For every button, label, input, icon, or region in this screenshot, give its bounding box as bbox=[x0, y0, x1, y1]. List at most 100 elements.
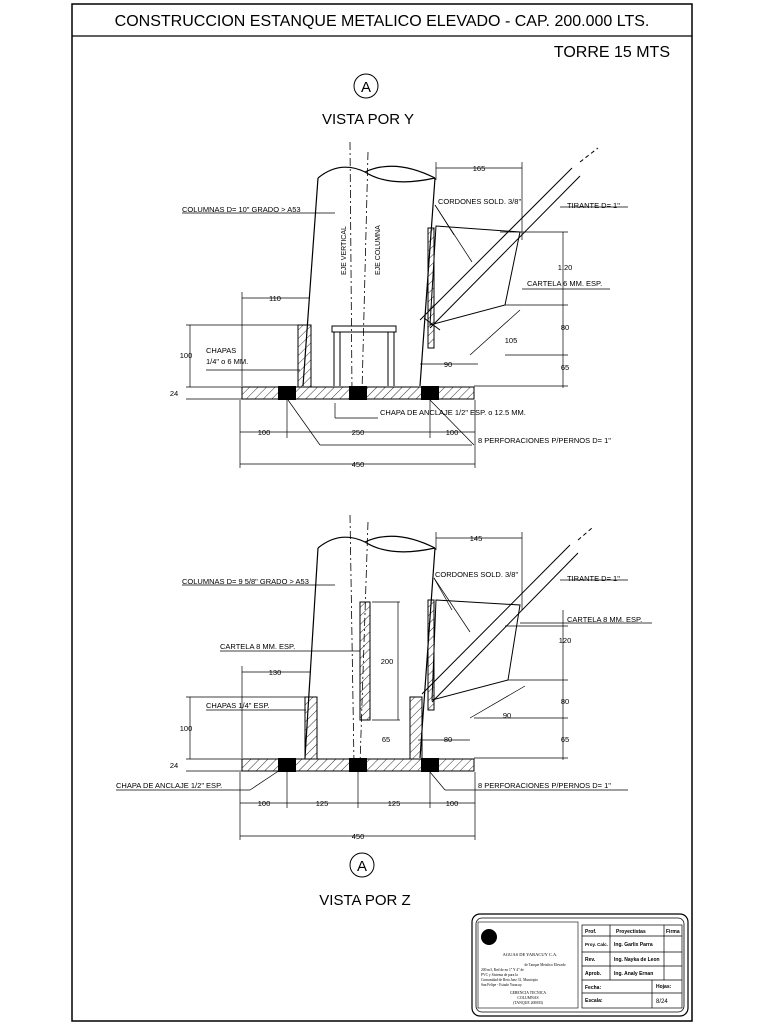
sheet-border bbox=[71, 3, 693, 1022]
dept-line: (TANQUE 200M3) bbox=[513, 1001, 543, 1005]
label-tirante: TIRANTE D= 1" bbox=[567, 201, 620, 210]
dim-105: 105 bbox=[505, 336, 518, 345]
row-name: Ing. Analy Ernan bbox=[614, 971, 653, 977]
label-tirante: TIRANTE D= 1" bbox=[567, 574, 620, 583]
label-cartela-left: CARTELA 8 MM. ESP. bbox=[220, 642, 295, 651]
bolt-hole-right bbox=[421, 386, 439, 400]
label-chapas-2: 1/4" o 6 MM. bbox=[206, 357, 248, 366]
row-extra: Firma bbox=[666, 929, 680, 935]
dim-250: 250 bbox=[352, 428, 365, 437]
gusset-and-tirante bbox=[419, 147, 599, 349]
bolt-hole-center bbox=[349, 758, 367, 772]
row-role: Fecha: bbox=[585, 985, 601, 991]
view-z: COLUMNAS D= 9 5/8" GRADO > A53 CORDONES … bbox=[116, 514, 652, 909]
eje-columna-label: EJE COLUMNA bbox=[375, 225, 382, 275]
dim-200: 200 bbox=[381, 657, 394, 666]
desc-line: 200 m3, Red de en 1" Y 4" de bbox=[481, 968, 524, 973]
view-title: VISTA POR Z bbox=[319, 892, 410, 909]
desc-line: PVC y Sistema de para la bbox=[481, 973, 518, 977]
dim-450: 450 bbox=[352, 460, 365, 469]
title-block: AGUAS DE YARACUY C.A. de Tanque Metalico… bbox=[471, 913, 689, 1017]
sheet-number: 8/24 bbox=[656, 999, 668, 1005]
dim-24: 24 bbox=[170, 761, 178, 770]
dim-100-left: 100 bbox=[258, 428, 271, 437]
dim-24: 24 bbox=[170, 389, 178, 398]
label-perforaciones: 8 PERFORACIONES P/PERNOS D= 1" bbox=[478, 781, 611, 790]
label-chapas: CHAPAS 1/4" ESP. bbox=[206, 701, 270, 710]
dim-145: 145 bbox=[470, 534, 483, 543]
row-name: Proyectistas bbox=[616, 929, 646, 935]
dim-125-right: 125 bbox=[388, 799, 401, 808]
side-plates bbox=[304, 696, 423, 760]
dim-120: 1.20 bbox=[558, 263, 573, 272]
dim-80-lower: 80 bbox=[444, 735, 452, 744]
title-block-inner bbox=[475, 917, 685, 1013]
label-columnas: COLUMNAS D= 9 5/8" GRADO > A53 bbox=[182, 577, 309, 586]
dim-450: 450 bbox=[352, 832, 365, 841]
view-title: VISTA POR Y bbox=[322, 111, 414, 128]
dept-line: COLUMNAS bbox=[517, 996, 538, 1000]
desc-line: San Felipe - Estado Yaracuy. bbox=[481, 983, 522, 987]
axis-lines bbox=[349, 141, 369, 393]
bolt-hole-center bbox=[349, 386, 367, 400]
label-cartela-right: CARTELA 8 MM. ESP. bbox=[567, 615, 642, 624]
dim-65-right: 65 bbox=[561, 735, 569, 744]
dim-120: 120 bbox=[559, 636, 572, 645]
row-name: Ing. Nayka de Leon bbox=[614, 957, 660, 963]
label-cordones: CORDONES SOLD. 3/8" bbox=[438, 197, 521, 206]
drawing-title: CONSTRUCCION ESTANQUE METALICO ELEVADO -… bbox=[115, 13, 650, 30]
desc-line: de Tanque Metalico Elevado bbox=[524, 963, 565, 967]
dim-65-center: 65 bbox=[382, 735, 390, 744]
signature-grid bbox=[581, 924, 683, 1009]
dim-100-left: 100 bbox=[258, 799, 271, 808]
org-name: AGUAS DE YARACUY C.A. bbox=[503, 952, 558, 957]
bolt-hole-left bbox=[278, 386, 296, 400]
org-panel bbox=[477, 921, 579, 1009]
row-role: Aprob. bbox=[585, 971, 602, 977]
row-role: Rev. bbox=[585, 957, 596, 963]
label-columnas: COLUMNAS D= 10" GRADO > A53 bbox=[182, 205, 301, 214]
side-plates bbox=[297, 324, 397, 388]
dimension-lines bbox=[116, 532, 652, 840]
drawing-subtitle: TORRE 15 MTS bbox=[554, 44, 670, 61]
bolt-hole-left bbox=[278, 758, 296, 772]
label-perforaciones: 8 PERFORACIONES P/PERNOS D= 1" bbox=[478, 436, 611, 445]
label-cartela: CARTELA 6 MM. ESP. bbox=[527, 279, 602, 288]
dept-line: GERENCIA TECNICA bbox=[510, 991, 547, 995]
section-marker-letter: A bbox=[357, 858, 367, 875]
row-name: Ing. Garlix Parra bbox=[614, 942, 653, 948]
dim-165: 165 bbox=[473, 164, 486, 173]
dim-80: 80 bbox=[561, 323, 569, 332]
eje-vertical-label: EJE VERTICAL bbox=[341, 226, 348, 275]
dim-125-left: 125 bbox=[316, 799, 329, 808]
desc-line: Comunidad de Reta Juez 31, Municipio bbox=[481, 978, 538, 983]
dim-110: 110 bbox=[269, 294, 281, 303]
title-block-outer bbox=[471, 913, 689, 1017]
row-role: Proy. Calc. bbox=[585, 942, 608, 947]
row-role: Escala: bbox=[585, 998, 603, 1004]
section-marker-circle bbox=[349, 852, 375, 878]
dim-100-right: 100 bbox=[446, 428, 459, 437]
view-y: A VISTA POR Y EJE VERTICAL EJE COLUMNA bbox=[170, 73, 628, 469]
dim-130: 130 bbox=[269, 668, 282, 677]
dim-100-vertical: 100 bbox=[180, 351, 193, 360]
axis-lines bbox=[349, 514, 369, 765]
column-pipe bbox=[302, 165, 436, 387]
dim-80-right: 80 bbox=[561, 697, 569, 706]
dim-100-right: 100 bbox=[446, 799, 459, 808]
dim-90: 90 bbox=[444, 360, 452, 369]
row-extra: Hojas: bbox=[656, 984, 672, 990]
label-chapa-anclaje: CHAPA DE ANCLAJE 1/2" ESP. o 12.5 MM. bbox=[380, 408, 526, 417]
bolt-hole-right bbox=[421, 758, 439, 772]
section-marker-letter: A bbox=[361, 79, 371, 96]
dim-100-vertical: 100 bbox=[180, 724, 193, 733]
section-marker-circle bbox=[353, 73, 379, 99]
org-logo bbox=[481, 929, 497, 945]
dim-90: 90 bbox=[503, 711, 511, 720]
row-role: Prof. bbox=[585, 929, 597, 935]
center-gusset bbox=[359, 601, 371, 721]
label-cordones: CORDONES SOLD. 3/8" bbox=[435, 570, 518, 579]
label-chapas-1: CHAPAS bbox=[206, 346, 236, 355]
label-chapa-anclaje: CHAPA DE ANCLAJE 1/2" ESP. bbox=[116, 781, 222, 790]
